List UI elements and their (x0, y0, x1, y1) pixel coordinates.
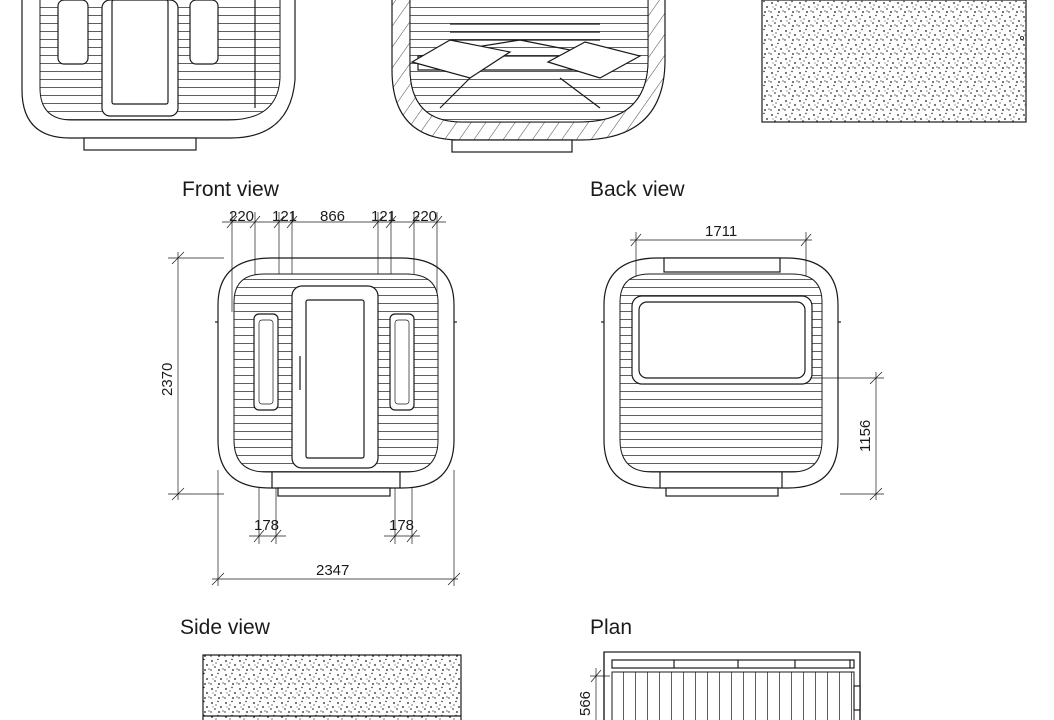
front-dim-178-left: 178 (254, 517, 279, 534)
front-dim-121-left: 121 (272, 208, 297, 225)
back-view-title: Back view (590, 178, 685, 201)
front-view-title: Front view (182, 178, 280, 201)
front-dim-220-left: 220 (229, 208, 254, 225)
side-view-title: Side view (180, 616, 271, 639)
front-dim-866: 866 (320, 208, 345, 225)
plan-title: Plan (590, 616, 632, 639)
front-view-drawing: 220 121 866 121 220 2370 (159, 208, 461, 586)
back-view-drawing: 1711 1156 (601, 223, 884, 501)
front-dim-height: 2370 (159, 363, 176, 396)
back-dim-right: 1156 (857, 420, 874, 452)
top-right-view (761, 0, 1027, 123)
front-dim-178-right: 178 (389, 517, 414, 534)
back-dim-top: 1711 (705, 223, 737, 240)
front-dim-width: 2347 (316, 562, 349, 579)
top-middle-view (391, 0, 666, 153)
plan-dim-left: 566 (577, 691, 594, 716)
front-dim-220-right: 220 (412, 208, 437, 225)
plan-drawing: 566 (577, 651, 861, 720)
top-left-view (21, 0, 296, 151)
side-view-drawing (202, 654, 462, 720)
front-dim-121-right: 121 (371, 208, 396, 225)
